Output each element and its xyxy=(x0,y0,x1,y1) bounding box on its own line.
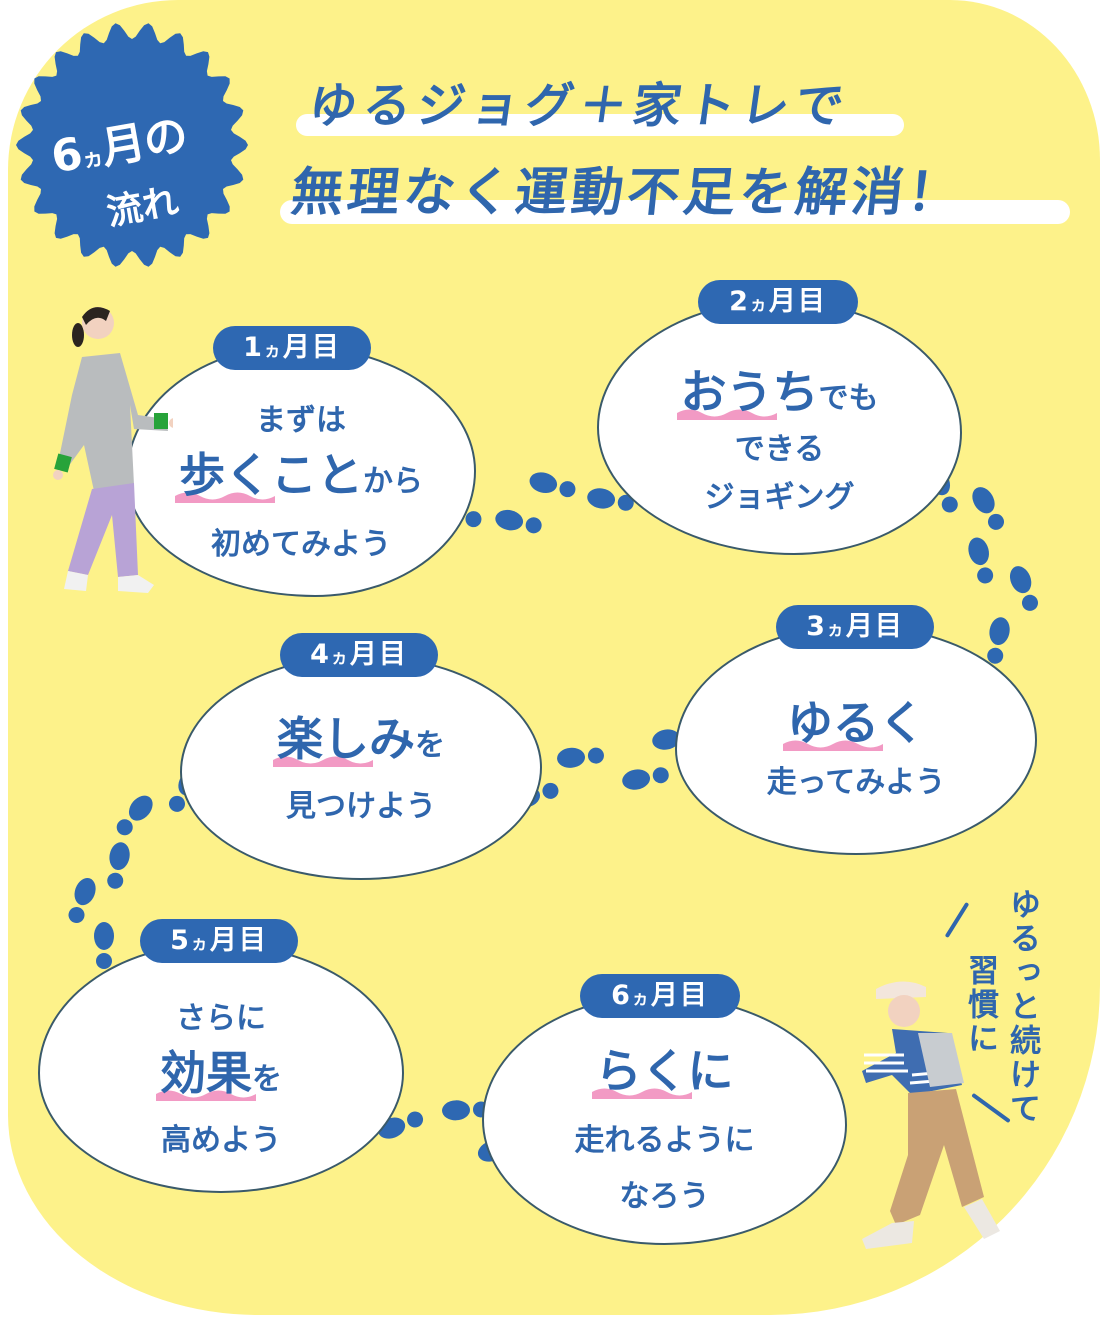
month-label-4: 4ヵ月目 xyxy=(280,633,438,677)
step-text: 高めよう xyxy=(161,1123,281,1158)
step-text: なろう xyxy=(619,1179,710,1214)
footprint-icon xyxy=(983,615,1012,666)
footprint-icon xyxy=(1006,562,1043,614)
step-highlight-line: 効果を xyxy=(40,1037,402,1103)
step-bubble-month-3: ゆるく 走ってみよう xyxy=(675,625,1037,855)
step-highlight-line: 楽しみを xyxy=(182,703,540,769)
footprint-icon xyxy=(620,763,671,792)
headline-underline-2 xyxy=(280,200,1070,224)
step-text: 走れるように xyxy=(574,1123,755,1158)
step-text: できる xyxy=(734,432,825,467)
scalloped-badge-shape xyxy=(16,23,248,267)
pink-wave-highlight xyxy=(676,409,777,420)
step-bubble-month-4: 楽しみを 見つけよう xyxy=(180,655,542,880)
step-bubble-month-1: まずは 歩くことから 初めてみよう xyxy=(126,345,476,597)
pink-wave-highlight xyxy=(591,1088,692,1099)
footprint-icon xyxy=(103,840,132,891)
pink-wave-highlight xyxy=(156,1090,256,1101)
pink-wave-highlight xyxy=(273,756,373,767)
side-note-column-2: 習慣に xyxy=(962,954,998,1056)
step-text: 初めてみよう xyxy=(211,527,391,562)
headline-underline-1 xyxy=(296,114,904,136)
step-bubble-month-6: らくに 走れるように なろう xyxy=(482,995,847,1245)
footprint-icon xyxy=(967,483,1009,534)
footprint-icon xyxy=(556,744,605,769)
side-note-column-1: ゆるっと続けて xyxy=(1004,888,1040,1126)
step-bubble-month-5: さらに 効果を 高めよう xyxy=(38,943,404,1193)
step-highlight-line: らくに xyxy=(484,1035,845,1101)
footprint-icon xyxy=(493,507,544,537)
month-label-1: 1ヵ月目 xyxy=(213,326,371,370)
footprint-icon xyxy=(64,874,100,926)
pink-wave-highlight xyxy=(175,492,275,503)
pink-wave-highlight xyxy=(783,740,883,751)
six-month-flow-badge: 6ヵ月の 流れ xyxy=(14,18,250,272)
footprint-icon xyxy=(527,469,578,501)
step-highlight-line: 歩くことから xyxy=(128,439,474,505)
step-highlight-line: おうちでも xyxy=(599,356,960,422)
month-label-5: 5ヵ月目 xyxy=(140,919,298,963)
footprint-icon xyxy=(111,790,158,840)
footprint-icon xyxy=(965,535,997,586)
month-label-2: 2ヵ月目 xyxy=(698,280,858,324)
step-highlight-line: ゆるく xyxy=(677,687,1035,753)
step-text: さらに xyxy=(176,1001,266,1036)
month-label-3: 3ヵ月目 xyxy=(776,605,934,649)
step-text: 見つけよう xyxy=(286,789,436,824)
month-label-6: 6ヵ月目 xyxy=(580,974,740,1018)
step-text: ジョギング xyxy=(704,480,855,515)
step-text: まずは xyxy=(256,403,346,438)
step-text: 走ってみよう xyxy=(766,765,946,800)
footprint-icon xyxy=(94,922,114,969)
walking-woman-figure xyxy=(53,307,173,593)
jogging-woman-figure xyxy=(862,981,1000,1249)
